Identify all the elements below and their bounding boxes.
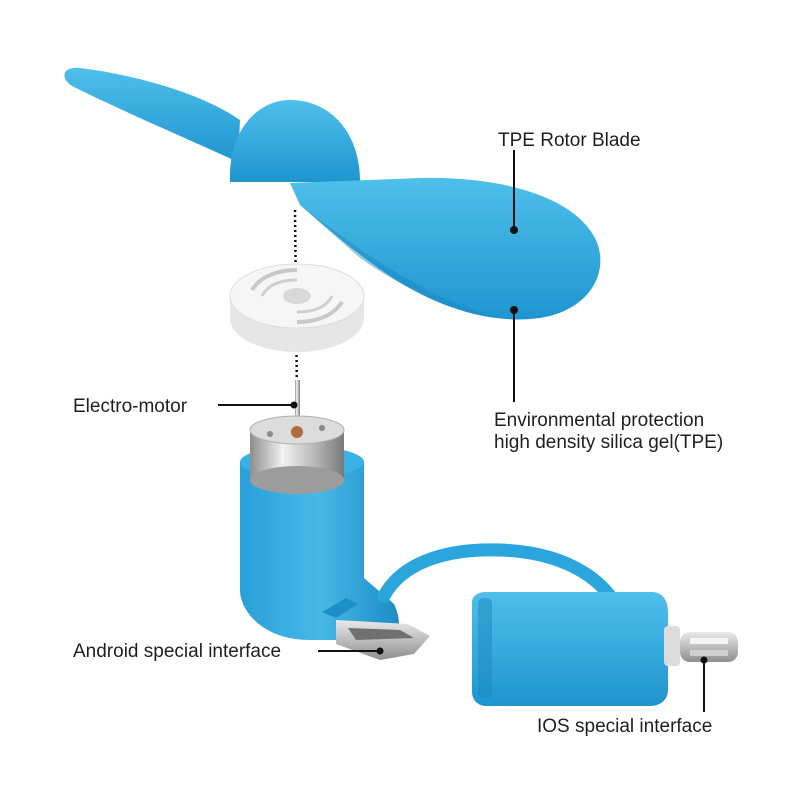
connector-cable — [377, 543, 625, 615]
label-material-line1: Environmental protection — [494, 410, 705, 431]
label-material-line2: high density silica gel(TPE) — [494, 432, 724, 453]
bearing-ring — [229, 263, 365, 352]
label-ios-interface: IOS special interface — [537, 716, 713, 737]
rotor-blade-right — [290, 177, 601, 320]
label-tpe-rotor-blade: TPE Rotor Blade — [498, 130, 641, 151]
lightning-connector — [664, 626, 738, 666]
leader-dots — [290, 226, 708, 664]
ios-adapter — [472, 592, 668, 706]
motor-shaft — [295, 380, 300, 440]
fan-body-housing — [240, 462, 399, 640]
label-android-interface: Android special interface — [73, 641, 282, 662]
rotor-blade-left — [64, 67, 240, 162]
electro-motor — [249, 415, 345, 494]
label-material: Environmental protection high density si… — [494, 410, 723, 454]
leader-lines — [218, 150, 705, 712]
label-electro-motor: Electro-motor — [73, 396, 188, 417]
rotor-hub — [229, 100, 360, 182]
